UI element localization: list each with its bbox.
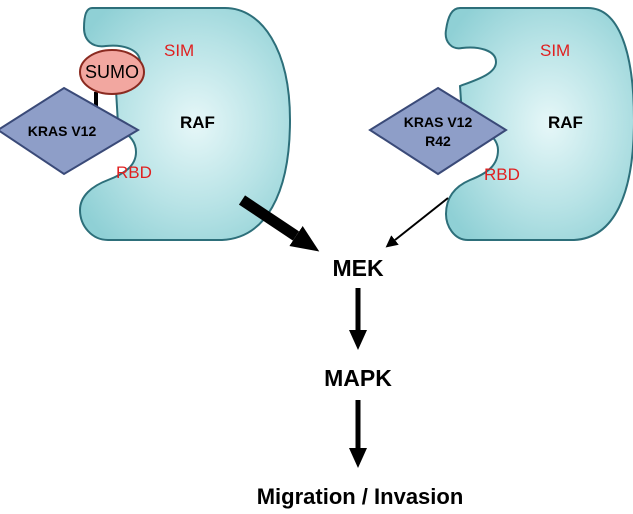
sumo-label: SUMO	[85, 62, 139, 82]
right-kras-diamond	[368, 86, 508, 176]
right-sim-label: SIM	[540, 41, 570, 60]
right-complex: SIM RAF RBD KRAS V12 R42	[368, 7, 633, 241]
outcome-label: Migration / Invasion	[257, 484, 464, 509]
sumo-oval	[79, 49, 145, 95]
mek-label: MEK	[332, 255, 384, 281]
left-kras-diamond	[0, 86, 140, 176]
right-rbd-label: RBD	[484, 165, 520, 184]
left-kras-label: KRAS V12	[28, 123, 97, 139]
left-sim-label: SIM	[164, 41, 194, 60]
right-kras-label-line1: KRAS V12	[404, 114, 473, 130]
left-raf-shape	[78, 7, 292, 241]
arrow-right-to-mek	[385, 197, 449, 248]
left-raf-label: RAF	[180, 113, 215, 132]
right-raf-label: RAF	[548, 113, 583, 132]
left-complex: SIM RAF RBD SUMO KRAS V12	[0, 7, 292, 241]
left-rbd-label: RBD	[116, 163, 152, 182]
right-kras-label-line2: R42	[425, 133, 451, 149]
arrow-left-to-mek	[238, 195, 320, 252]
mapk-label: MAPK	[324, 365, 392, 391]
